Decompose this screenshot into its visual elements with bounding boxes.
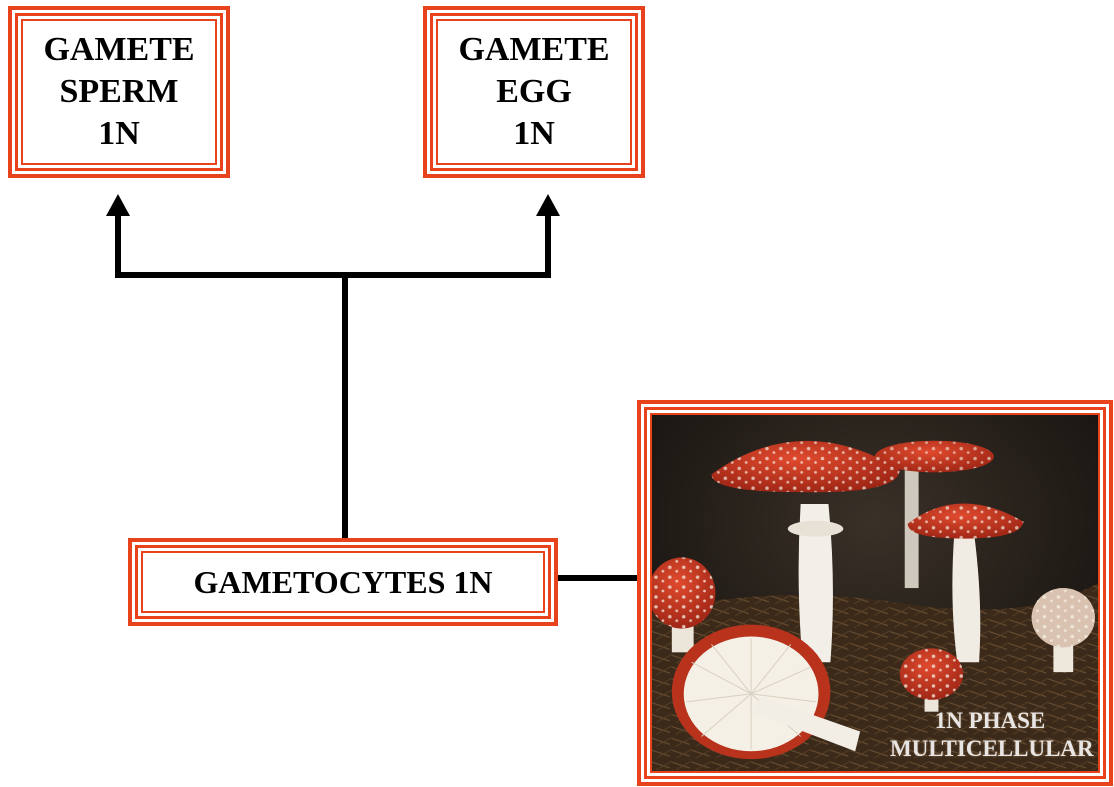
gametocytes-label: GAMETOCYTES 1N: [193, 564, 493, 600]
mushroom-illustration: [652, 415, 1098, 771]
mushroom-photo: 1N PHASE MULTICELLULAR: [650, 413, 1100, 773]
egg-line-1: GAMETE: [458, 31, 610, 68]
egg-line-3: 1N: [513, 115, 555, 152]
arrow-up-icon: [106, 194, 130, 216]
caption-line-1: 1N PHASE: [934, 708, 1046, 733]
sperm-line-2: SPERM: [59, 73, 179, 110]
egg-line-2: EGG: [496, 73, 572, 110]
gamete-sperm-box: GAMETE SPERM 1N: [8, 6, 230, 178]
arrow-up-icon: [536, 194, 560, 216]
caption-line-2: MULTICELLULAR: [890, 736, 1094, 761]
gametocytes-box: GAMETOCYTES 1N: [128, 538, 558, 626]
gamete-egg-box: GAMETE EGG 1N: [423, 6, 645, 178]
sperm-line-1: GAMETE: [43, 31, 195, 68]
photo-caption: 1N PHASE MULTICELLULAR: [890, 707, 1094, 763]
sperm-line-3: 1N: [98, 115, 140, 152]
mushroom-photo-box: 1N PHASE MULTICELLULAR: [637, 400, 1113, 786]
